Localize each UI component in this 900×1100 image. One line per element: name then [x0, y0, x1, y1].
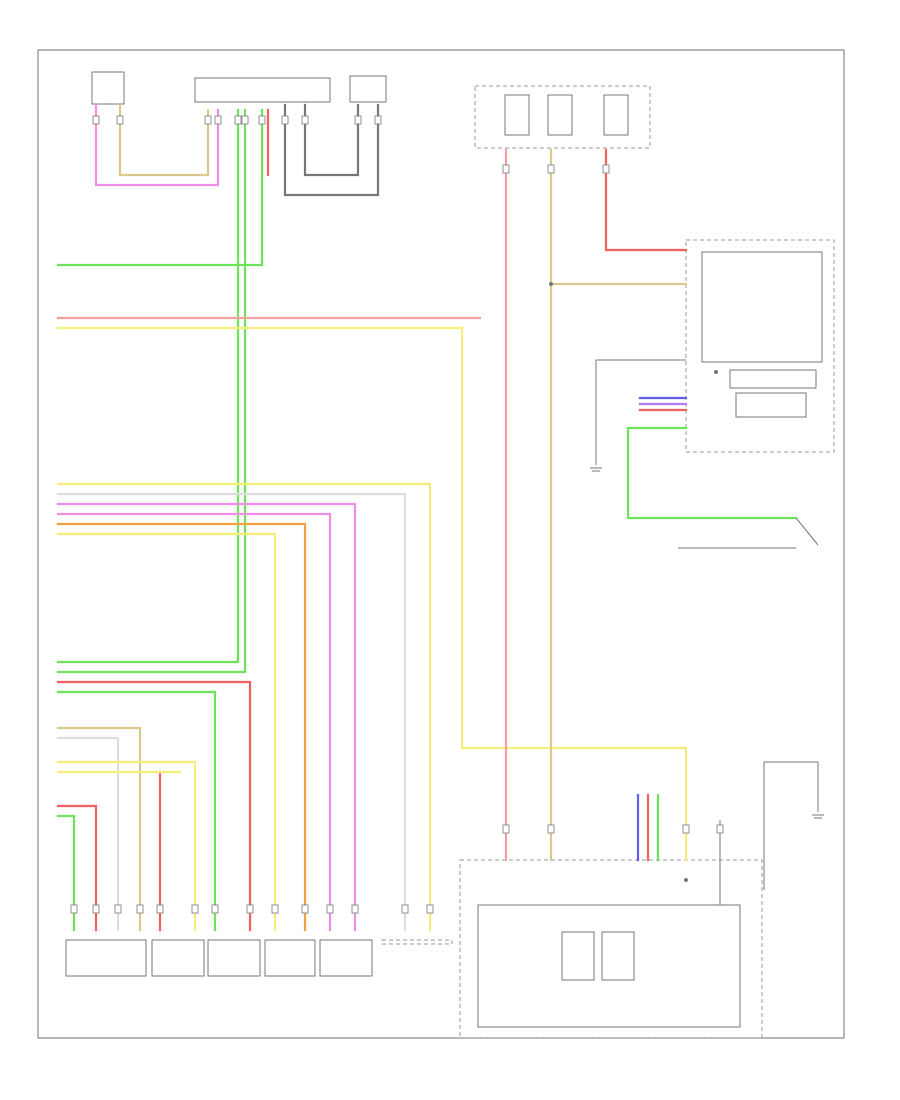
wire-yellow-4 [56, 760, 197, 932]
wire-yellow-2 [56, 482, 432, 932]
connector-2 [116, 115, 124, 125]
connector-26 [351, 904, 359, 914]
bottom-component-5 [319, 939, 373, 977]
wire-green-4 [56, 690, 217, 932]
connector-12 [502, 164, 510, 174]
connector-11 [374, 115, 382, 125]
connector-22 [246, 904, 254, 914]
connector-4 [214, 115, 222, 125]
connector-7 [258, 115, 266, 125]
connector-30 [547, 824, 555, 834]
wire-red-4 [56, 804, 98, 932]
wire-green-2 [56, 108, 240, 664]
junction-dot-1 [549, 282, 553, 286]
connector-25 [326, 904, 334, 914]
connector-15 [70, 904, 78, 914]
connector-19 [156, 904, 164, 914]
wire-green-5 [56, 814, 76, 932]
connector-8 [281, 115, 289, 125]
connector-16 [92, 904, 100, 914]
right-control-unit-module-2 [735, 392, 807, 418]
wire-pink-top [94, 103, 220, 187]
wire-red-right [604, 148, 688, 252]
component-box-top-left [91, 71, 125, 105]
wire-gray-top-1 [283, 103, 380, 197]
connector-17 [114, 904, 122, 914]
main-module-block-2 [601, 931, 635, 981]
wire-orange-1 [56, 522, 307, 932]
connector-28 [426, 904, 434, 914]
wire-gray-top-2 [303, 103, 360, 177]
connector-21 [211, 904, 219, 914]
junction-dot-2 [714, 370, 718, 374]
bottom-component-2 [151, 939, 205, 977]
control-module-box [194, 77, 331, 103]
connector-3 [204, 115, 212, 125]
connector-20 [191, 904, 199, 914]
connector-stubs [70, 115, 724, 914]
bottom-component-6 [381, 939, 453, 945]
main-module-inner [477, 904, 741, 1028]
main-module-block-1 [561, 931, 595, 981]
junction-dot-3 [684, 878, 688, 882]
fuse-1 [504, 94, 530, 136]
connector-18 [136, 904, 144, 914]
right-control-unit-module-1 [729, 369, 817, 389]
wire-pink-3 [56, 512, 332, 932]
right-control-unit-inner [701, 251, 823, 363]
wire-gray-right-3 [764, 761, 819, 812]
diagram-frame [37, 49, 845, 1039]
bottom-component-4 [264, 939, 316, 977]
fuse-2 [547, 94, 573, 136]
wire-yellow-long [56, 326, 688, 862]
wire-yellow-3 [56, 532, 277, 932]
fuse-block [474, 85, 651, 149]
wire-pink-2 [56, 502, 357, 932]
wire-tan-top [118, 103, 210, 177]
connector-27 [401, 904, 409, 914]
ground-symbol-1 [590, 467, 602, 472]
connector-6 [241, 115, 249, 125]
connector-1 [92, 115, 100, 125]
ground-symbol-2 [812, 814, 824, 819]
right-control-unit [685, 239, 835, 453]
wire-green-3 [56, 108, 247, 674]
wire-white-2 [56, 736, 120, 932]
wire-red-2 [56, 680, 252, 932]
connector-9 [301, 115, 309, 125]
connector-23 [271, 904, 279, 914]
bottom-component-3 [207, 939, 261, 977]
wire-green-right [626, 426, 798, 520]
wire-green-1 [56, 108, 264, 267]
connector-29 [502, 824, 510, 834]
connector-31 [682, 824, 690, 834]
main-module [459, 859, 763, 1039]
component-box-top-center [349, 75, 387, 103]
switch-arm [795, 517, 819, 546]
wire-gray-right-1 [595, 359, 686, 465]
connector-5 [234, 115, 242, 125]
wire-tan-2 [56, 726, 142, 932]
connector-24 [301, 904, 309, 914]
connector-32 [716, 824, 724, 834]
connector-14 [602, 164, 610, 174]
bottom-component-1 [65, 939, 147, 977]
connector-10 [354, 115, 362, 125]
wire-white-1 [56, 492, 407, 932]
fuse-3 [603, 94, 629, 136]
connector-13 [547, 164, 555, 174]
